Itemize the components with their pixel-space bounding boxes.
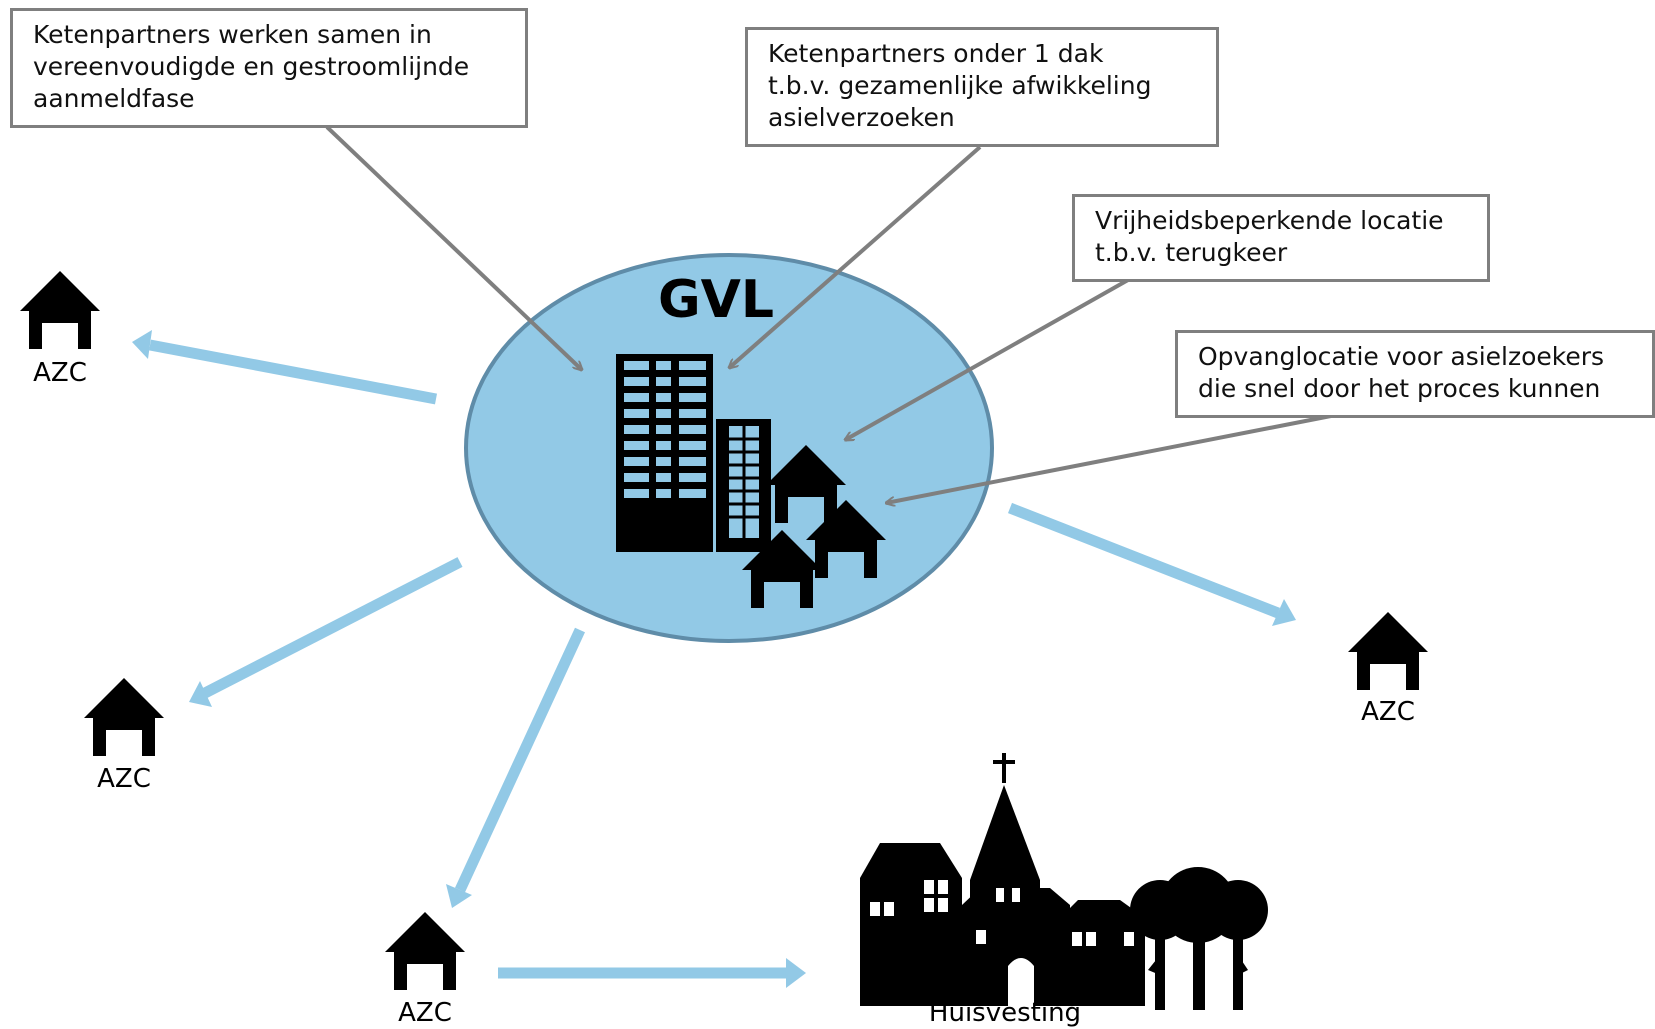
house-icon [385,912,465,990]
callout-arrow-4 [886,413,1337,503]
azc-label-4: AZC [1361,697,1415,727]
flow-arrow-huisvesting [498,958,806,988]
building-icon [616,354,771,552]
village-windows [870,880,1134,1006]
callout-arrow-1 [325,125,582,370]
tree-icon [1130,867,1268,1010]
house-icon [1348,612,1428,690]
callout-ketenpartners-onder-1-dak: Ketenpartners onder 1 dak t.b.v. gezamen… [745,27,1219,147]
azc-label-2: AZC [97,764,151,794]
flow-arrow-azc-2 [189,557,463,707]
house-icon [84,678,164,756]
callout-opvanglocatie: Opvanglocatie voor asielzoekers die snel… [1175,330,1655,418]
callout-arrow-3 [845,278,1129,442]
callout-vrijheidsbeperkende-locatie: Vrijheidsbeperkende locatie t.b.v. terug… [1072,194,1490,282]
azc-label-3: AZC [398,998,452,1028]
house-icon [20,271,100,349]
church-icon [860,753,1145,1006]
callout-arrow-2 [729,145,982,368]
callout-aanmeldfase: Ketenpartners werken samen in vereenvoud… [10,8,528,128]
huisvesting-label: Huisvesting [928,998,1082,1028]
flow-arrow-azc-4 [1007,502,1296,626]
flow-arrow-azc-3 [446,627,585,908]
flow-arrow-azc-1 [132,330,438,405]
gvl-title: GVL [658,270,775,330]
azc-label-1: AZC [33,358,87,388]
